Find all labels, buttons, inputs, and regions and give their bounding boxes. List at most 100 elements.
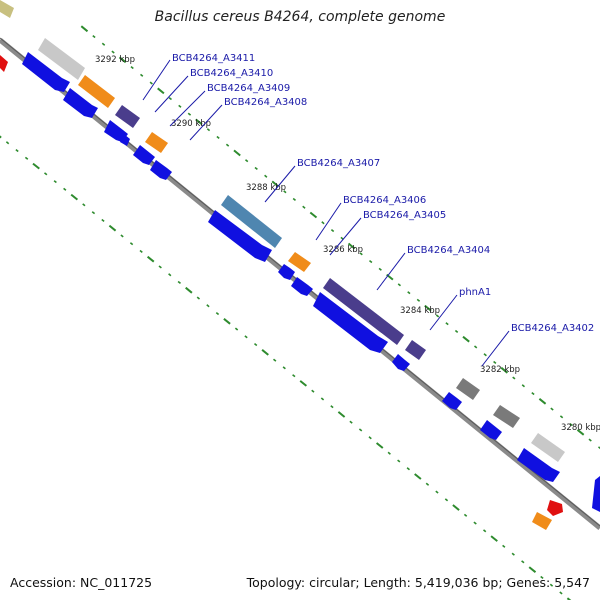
tick-mark bbox=[254, 166, 258, 171]
tick-mark bbox=[414, 473, 422, 480]
gene-label[interactable]: BCB4264_A3404 bbox=[407, 245, 490, 256]
genome-summary-text: Topology: circular; Length: 5,419,036 bp… bbox=[246, 575, 590, 590]
cds-arrow[interactable] bbox=[313, 292, 388, 353]
tick-mark bbox=[118, 56, 127, 64]
tick-mark bbox=[538, 398, 547, 405]
tick-mark bbox=[452, 504, 460, 511]
feature-purple[interactable] bbox=[405, 340, 426, 360]
cds-arrow[interactable] bbox=[517, 448, 560, 482]
tick-mark bbox=[139, 73, 144, 77]
cds-arrow[interactable] bbox=[133, 145, 155, 165]
feature-blue[interactable] bbox=[592, 476, 600, 512]
tick-mark bbox=[309, 211, 318, 219]
scale-labels: 3292 kbp 3290 kbp 3288 kbp 3286 kbp 3284… bbox=[95, 55, 600, 433]
gene-label[interactable]: BCB4264_A3409 bbox=[207, 83, 290, 94]
cds-arrow[interactable] bbox=[291, 277, 313, 296]
tick-mark bbox=[435, 490, 439, 494]
tick-mark bbox=[463, 513, 468, 517]
leader-line bbox=[142, 59, 171, 101]
feature-gray[interactable] bbox=[493, 405, 520, 428]
tick-mark bbox=[101, 42, 106, 46]
leader-line bbox=[429, 294, 458, 331]
feature-purple[interactable] bbox=[323, 278, 404, 345]
gene-label[interactable]: BCB4264_A3402 bbox=[511, 323, 594, 334]
tick-mark bbox=[92, 34, 96, 39]
tick-mark bbox=[233, 149, 241, 157]
tick-mark bbox=[5, 141, 10, 145]
tick-mark bbox=[321, 221, 325, 225]
tick-mark bbox=[196, 296, 201, 300]
tick-mark bbox=[32, 162, 40, 170]
tick-mark bbox=[330, 228, 335, 233]
scale-label: 3286 kbp bbox=[323, 245, 363, 255]
feature-orange[interactable] bbox=[288, 252, 311, 272]
leader-line bbox=[481, 330, 510, 367]
feature-orange[interactable] bbox=[145, 132, 168, 153]
feature-lightgray[interactable] bbox=[531, 433, 565, 462]
gene-label[interactable]: phnA1 bbox=[459, 287, 491, 298]
scale-label: 3288 kbp bbox=[246, 183, 286, 193]
leader-line bbox=[154, 75, 189, 113]
tick-mark bbox=[435, 314, 440, 318]
tick-mark bbox=[559, 415, 564, 419]
cds-arrow[interactable] bbox=[278, 264, 295, 280]
feature-orange[interactable] bbox=[532, 512, 552, 530]
gene-label[interactable]: BCB4264_A3408 bbox=[224, 97, 307, 108]
cds-arrow[interactable] bbox=[392, 354, 410, 371]
tick-mark bbox=[168, 97, 172, 101]
feature-orange[interactable] bbox=[78, 75, 115, 108]
tick-mark bbox=[347, 242, 356, 250]
gene-label[interactable]: BCB4264_A3406 bbox=[343, 195, 426, 206]
gene-label[interactable]: BCB4264_A3407 bbox=[297, 158, 380, 169]
cds-arrow[interactable] bbox=[442, 392, 462, 410]
feature-purple[interactable] bbox=[115, 105, 140, 128]
feature-gray[interactable] bbox=[456, 378, 480, 400]
feature-steelblue[interactable] bbox=[221, 195, 282, 248]
cds-arrow[interactable] bbox=[480, 420, 502, 440]
tick-mark bbox=[502, 544, 506, 548]
tick-mark bbox=[15, 148, 19, 153]
tick-mark bbox=[273, 358, 277, 362]
cds-arrow[interactable] bbox=[22, 52, 70, 92]
tick-mark bbox=[512, 376, 516, 380]
cds-arrow[interactable] bbox=[63, 88, 98, 118]
tick-mark bbox=[0, 135, 2, 139]
feature-lightgray[interactable] bbox=[38, 38, 85, 80]
tick-mark bbox=[44, 172, 48, 176]
cds-arrow[interactable] bbox=[104, 120, 128, 142]
leader-line bbox=[189, 104, 223, 141]
tick-mark bbox=[302, 205, 306, 209]
gene-label[interactable]: BCB4264_A3405 bbox=[363, 210, 446, 221]
tick-mark bbox=[588, 438, 592, 442]
tick-mark bbox=[91, 211, 96, 215]
accession-text: Accession: NC_011725 bbox=[10, 575, 153, 590]
gene-label[interactable]: BCB4264_A3411 bbox=[172, 53, 255, 64]
tick-mark bbox=[416, 298, 421, 302]
leader-line bbox=[376, 252, 406, 291]
cds-arrow[interactable] bbox=[208, 210, 272, 262]
cds-arrow[interactable] bbox=[150, 160, 172, 180]
scale-label: 3280 kbp bbox=[561, 423, 600, 433]
tick-mark bbox=[53, 180, 57, 184]
tick-mark bbox=[271, 180, 280, 188]
tick-mark bbox=[108, 224, 117, 232]
tick-mark bbox=[70, 193, 79, 201]
tick-mark bbox=[483, 353, 487, 357]
tick-mark bbox=[195, 118, 203, 126]
feature-olive[interactable] bbox=[0, 0, 14, 18]
tick-mark bbox=[397, 283, 402, 287]
tick-mark bbox=[244, 335, 248, 339]
tick-mark bbox=[234, 327, 239, 331]
feature-red[interactable] bbox=[0, 55, 8, 72]
gene-label[interactable]: BCB4264_A3410 bbox=[190, 68, 273, 79]
cds-arrow[interactable] bbox=[120, 134, 130, 146]
tick-mark bbox=[387, 451, 391, 455]
feature-red[interactable] bbox=[547, 500, 563, 516]
tick-mark bbox=[358, 428, 363, 432]
tick-mark bbox=[261, 349, 269, 356]
tick-mark bbox=[244, 159, 249, 163]
leader-line bbox=[329, 217, 362, 256]
tick-mark bbox=[311, 389, 315, 393]
tick-mark bbox=[216, 135, 220, 140]
